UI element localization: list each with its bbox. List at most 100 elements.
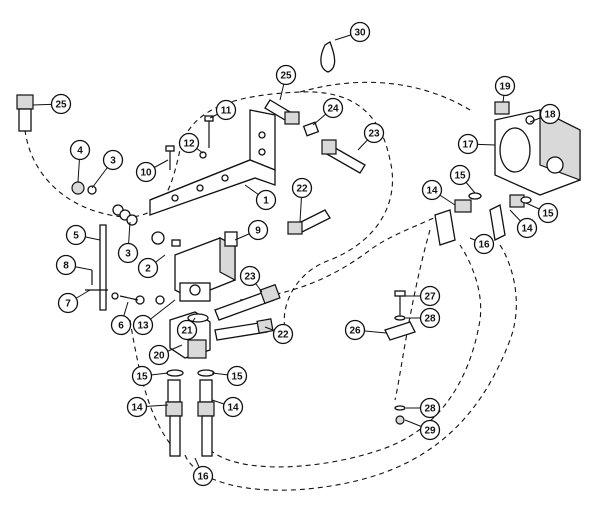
callout-circle [131,365,153,387]
callout-19: 19 [494,75,516,97]
callout-circle [110,314,132,336]
callout-circle [419,307,441,329]
hose-routes [24,81,517,491]
callout-28: 28 [419,397,441,419]
callout-circle [275,64,297,86]
callout-number: 4 [77,146,83,157]
callout-3: 3 [102,149,124,171]
callout-23: 23 [363,122,385,144]
callout-number: 20 [153,351,165,362]
callout-circle [222,396,244,418]
callout-circle [272,323,294,345]
callout-number: 14 [426,186,438,197]
callout-number: 12 [183,139,195,150]
callout-circle [178,132,200,154]
callout-circle [255,189,277,211]
left-hose-25 [16,94,34,132]
callout-25: 25 [50,93,72,115]
callout-number: 28 [424,404,436,415]
callout-number: 16 [478,240,490,251]
callout-number: 5 [73,231,79,242]
hose-22-fitting [287,209,331,235]
callout-number: 22 [296,184,308,195]
callout-circle [55,254,77,276]
callout-8: 8 [55,254,77,276]
callout-number: 26 [349,326,361,337]
callout-number: 15 [542,209,554,220]
hose-route-bottom-loop [184,244,517,491]
callout-circle [132,314,154,336]
hydraulic-pump [494,101,581,196]
callout-4: 4 [69,139,91,161]
callout-22: 22 [272,323,294,345]
callout-28: 28 [419,307,441,329]
callout-circle [473,233,495,255]
callout-number: 16 [197,472,209,483]
callout-25: 25 [275,64,297,86]
callout-23: 23 [239,265,261,287]
leader-lines [32,31,551,477]
callout-number: 13 [137,321,149,332]
lower-hoses [165,369,215,457]
callout-7: 7 [57,292,79,314]
callout-30: 30 [349,21,371,43]
callout-16: 16 [473,233,495,255]
callout-21: 21 [176,319,198,341]
callout-circle [65,224,87,246]
pump-fittings [434,192,532,246]
callout-number: 14 [131,403,143,414]
callout-circle [291,177,313,199]
callout-number: 28 [424,314,436,325]
callout-number: 15 [454,171,466,182]
callout-circle [419,419,441,441]
callout-17: 17 [457,133,479,155]
callout-11: 11 [215,99,237,121]
callout-circle [344,319,366,341]
linkage-rod [85,224,108,311]
callout-circle [516,217,538,239]
callout-circle [192,465,214,487]
callout-14: 14 [126,396,148,418]
callout-circle [215,99,237,121]
callout-9: 9 [247,219,269,241]
callout-number: 7 [65,299,71,310]
callout-13: 13 [132,314,154,336]
callout-number: 14 [227,403,239,414]
callout-circle [449,164,471,186]
callout-number: 15 [136,372,148,383]
clamp-hardware [384,290,416,425]
callout-circle [247,219,269,241]
callout-number: 15 [231,372,243,383]
callout-1: 1 [255,189,277,211]
diagonal-hoses [214,283,281,341]
callout-number: 30 [354,28,366,39]
callout-6: 6 [110,314,132,336]
callout-number: 3 [110,156,116,167]
callout-circle [117,242,139,264]
strap [320,41,336,73]
callout-circle [322,97,344,119]
callout-number: 9 [255,226,261,237]
callout-number: 11 [221,106,232,117]
callout-circle [126,396,148,418]
callout-circle [57,292,79,314]
callout-10: 10 [135,161,157,183]
callout-16: 16 [192,465,214,487]
upper-hoses [264,99,366,174]
callout-26: 26 [344,319,366,341]
callout-circle [226,365,248,387]
callout-15: 15 [226,365,248,387]
callout-circle [69,139,91,161]
callout-15: 15 [131,365,153,387]
callout-14: 14 [516,217,538,239]
callout-circle [349,21,371,43]
callout-number: 25 [280,71,292,82]
callout-circle [50,93,72,115]
callout-20: 20 [148,344,170,366]
callout-circle [421,179,443,201]
callout-number: 29 [424,426,436,437]
callout-number: 22 [277,330,289,341]
callout-number: 8 [63,261,69,272]
callout-number: 25 [55,100,67,111]
